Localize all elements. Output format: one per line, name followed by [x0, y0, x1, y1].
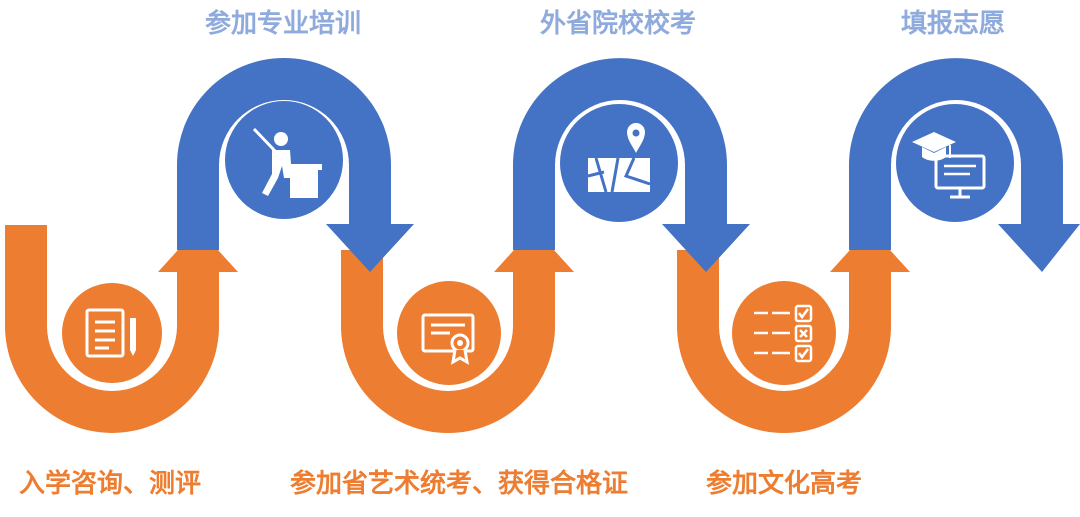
- teacher-podium-icon: [252, 127, 322, 198]
- checklist-icon: [754, 304, 813, 363]
- step-6-icon-group: [896, 104, 1014, 222]
- step-6-label: 填报志愿: [900, 9, 1006, 39]
- certificate-icon: [421, 313, 475, 365]
- document-pencil-icon: [85, 308, 136, 358]
- step-1-label: 入学咨询、测评: [18, 469, 202, 499]
- step-5-label: 参加文化高考: [705, 469, 863, 499]
- step-4-label: 外省院校校考: [539, 9, 697, 39]
- orange-band-1: [5, 225, 219, 433]
- step-1-circle: [62, 283, 162, 383]
- orange-band-3: [677, 250, 891, 433]
- blue-band-1: [177, 58, 391, 250]
- step-4-icon-group: [560, 104, 678, 222]
- orange-band-2: [341, 250, 555, 433]
- map-pin-icon: [587, 121, 651, 193]
- step-3-icon-group: [397, 281, 501, 385]
- blue-arrow-2: [662, 224, 750, 272]
- step-2-icon-group: [225, 101, 343, 219]
- graduation-monitor-icon: [912, 132, 986, 199]
- blue-band-2: [513, 58, 727, 250]
- step-2-label: 参加专业培训: [204, 9, 362, 39]
- blue-arrow-1: [326, 224, 414, 272]
- step-1-icon-group: [62, 283, 162, 383]
- blue-band-3: [849, 58, 1063, 250]
- step-5-icon-group: [732, 281, 836, 385]
- step-6-circle: [896, 104, 1014, 222]
- blue-arrow-3: [998, 224, 1080, 272]
- step-3-label: 参加省艺术统考、获得合格证: [289, 469, 629, 499]
